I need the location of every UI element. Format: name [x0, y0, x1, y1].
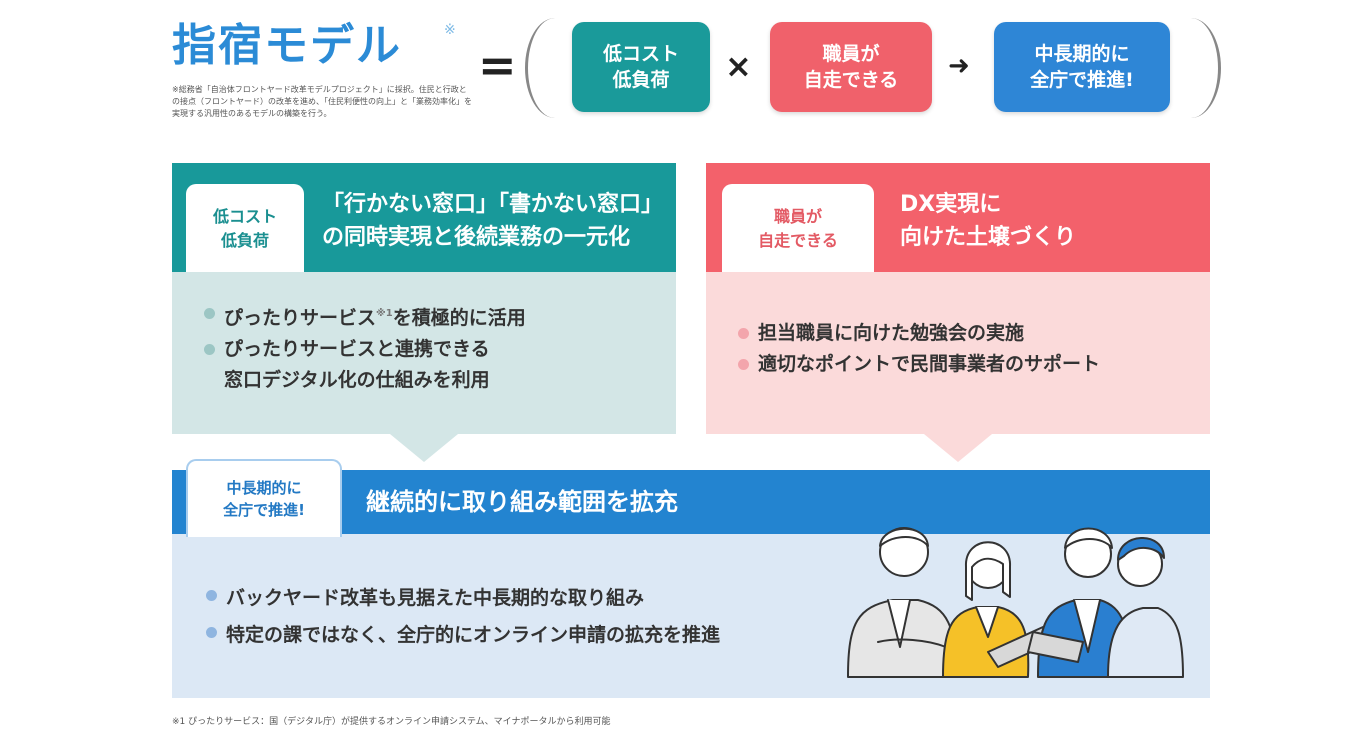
title-note-mark: ※ — [444, 22, 456, 38]
formula-long-term-line1: 中長期的に — [1034, 43, 1130, 65]
bullet-item: 特定の課ではなく、全庁的にオンライン申請の拡充を推進 — [206, 617, 720, 654]
footnote: ※1 ぴったりサービス：国（デジタル庁）が提供するオンライン申請システム、マイナ… — [172, 717, 611, 727]
title-note: ※総務省「自治体フロントヤード改革モデルプロジェクト」に採択。住民と行政との接点… — [172, 85, 472, 118]
long-term-tab-line1: 中長期的に — [226, 479, 302, 497]
self-driven-pointer-triangle — [924, 434, 992, 462]
low-cost-bullet-list: ぴったりサービス※1を積極的に活用 ぴったりサービスと連携できる 窓口デジタル化… — [204, 298, 526, 396]
bullet-item: 担当職員に向けた勉強会の実施 — [738, 318, 1100, 349]
self-driven-body — [706, 272, 1210, 434]
bullet-dot-icon — [204, 308, 215, 319]
self-driven-heading-line2: 向けた土壌づくり — [900, 225, 1077, 250]
bullet-dot-icon — [204, 344, 215, 355]
long-term-bullet-list: バックヤード改革も見据えた中長期的な取り組み 特定の課ではなく、全庁的にオンライ… — [206, 580, 720, 654]
left-parenthesis — [525, 18, 568, 118]
low-cost-tab-line2: 低負荷 — [220, 230, 269, 250]
model-title: 指宿モデル — [172, 20, 402, 71]
self-driven-heading-line1: DX実現に — [900, 192, 1002, 217]
formula-self-driven-line2: 自走できる — [803, 69, 899, 91]
bullet-dot-icon — [738, 328, 749, 339]
low-cost-tab-line1: 低コスト — [212, 206, 277, 226]
long-term-tab: 中長期的に 全庁で推進! — [186, 459, 342, 537]
formula-self-driven-line1: 職員が — [822, 43, 880, 65]
bullet-item: ぴったりサービス※1を積極的に活用 — [204, 298, 526, 334]
formula-low-cost-line1: 低コスト — [602, 43, 679, 65]
low-cost-heading: 「行かない窓口」「書かない窓口」 の同時実現と後続業務の一元化 — [322, 188, 663, 254]
formula-long-term-line2: 全庁で推進! — [1030, 69, 1134, 91]
self-driven-bullet-list: 担当職員に向けた勉強会の実施 適切なポイントで民間事業者のサポート — [738, 318, 1100, 380]
right-parenthesis — [1178, 18, 1221, 118]
arrow-right-icon: ➜ — [948, 51, 970, 81]
self-driven-tab-line1: 職員が — [773, 206, 822, 226]
formula-long-term-box: 中長期的に 全庁で推進! — [994, 22, 1170, 112]
low-cost-pointer-triangle — [390, 434, 458, 462]
low-cost-heading-line2: の同時実現と後続業務の一元化 — [322, 225, 631, 250]
bullet-dot-icon — [738, 359, 749, 370]
bullet-item: バックヤード改革も見据えた中長期的な取り組み — [206, 580, 720, 617]
formula-low-cost-line2: 低負荷 — [612, 69, 670, 91]
footnote-ref: ※1 — [376, 308, 393, 319]
long-term-body — [172, 534, 1210, 698]
formula-low-cost-box: 低コスト 低負荷 — [572, 22, 710, 112]
self-driven-tab-line2: 自走できる — [758, 230, 838, 250]
low-cost-body — [172, 272, 676, 434]
formula-self-driven-box: 職員が 自走できる — [770, 22, 932, 112]
low-cost-tab: 低コスト 低負荷 — [186, 184, 304, 273]
self-driven-heading: DX実現に 向けた土壌づくり — [900, 188, 1076, 254]
long-term-tab-line2: 全庁で推進! — [223, 501, 305, 519]
team-discussion-illustration — [847, 527, 1184, 678]
long-term-header — [172, 470, 1210, 534]
multiply-icon: × — [725, 47, 752, 85]
bullet-item: ぴったりサービスと連携できる 窓口デジタル化の仕組みを利用 — [204, 334, 526, 396]
bullet-dot-icon — [206, 627, 217, 638]
equals-sign: = — [478, 38, 517, 92]
bullet-dot-icon — [206, 590, 217, 601]
bullet-item: 適切なポイントで民間事業者のサポート — [738, 349, 1100, 380]
self-driven-tab: 職員が 自走できる — [722, 184, 874, 273]
low-cost-heading-line1: 「行かない窓口」「書かない窓口」 — [322, 192, 664, 217]
long-term-heading: 継続的に取り組み範囲を拡充 — [366, 488, 678, 516]
